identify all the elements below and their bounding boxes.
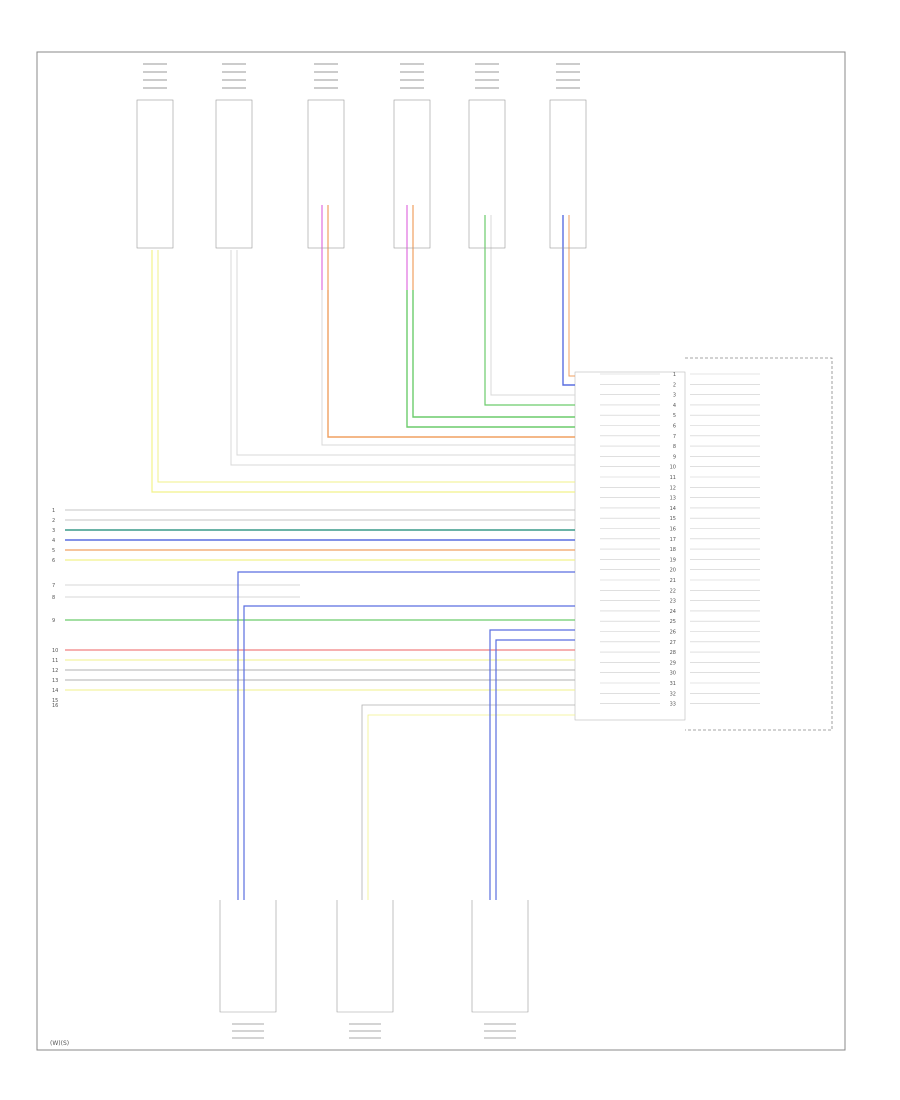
left-pin-number: 8 [52,595,55,601]
module-pin-number: 6 [673,424,676,430]
wire [361,704,575,900]
left-pin-number: 10 [52,648,58,654]
module-pin-number: 1 [673,372,676,378]
module-pin-number: 30 [670,671,676,677]
wire [151,250,575,493]
module-pin-number: 9 [673,454,676,460]
left-pin-number: 12 [52,668,58,674]
module-pin-number: 23 [670,599,676,605]
wire [406,290,575,428]
module-pin-number: 24 [670,609,676,615]
left-pin-number: 5 [52,548,55,554]
left-pin-number: 13 [52,678,58,684]
module-pin-number: 25 [670,619,676,625]
module-pin-number: 3 [673,393,676,399]
module-pin-number: 31 [670,681,676,687]
wire [237,571,575,900]
module-pin-number: 29 [670,660,676,666]
page-code: (W)(S) [50,1040,69,1047]
module-pin-number: 28 [670,650,676,656]
module-pin-number: 21 [670,578,676,584]
wire [367,714,575,900]
wire-layer [65,205,575,900]
left-pin-number: 9 [52,618,55,624]
module-pin-number: 2 [673,382,676,388]
left-pin-number: 15 [52,698,58,704]
top-component-box [307,99,345,249]
wire [484,215,575,406]
left-pin-number: 6 [52,558,55,564]
top-component-box [549,99,587,249]
module-pin-number: 5 [673,413,676,419]
top-component-box [136,99,174,249]
module-pin-number: 10 [670,465,676,471]
module-pin-number: 14 [670,506,676,512]
left-pin-number: 4 [52,538,55,544]
bottom-component-box [471,900,529,1013]
top-component-box [468,99,506,249]
module-pin-number: 8 [673,444,676,450]
left-pin-number: 7 [52,583,55,589]
top-component-box [393,99,431,249]
wire [412,290,575,418]
module-pin-number: 7 [673,434,676,440]
module-pin-number: 4 [673,403,676,409]
module-pin-number: 19 [670,557,676,563]
module-pin-number: 32 [670,691,676,697]
bottom-component-box [336,900,394,1013]
wire [327,290,575,438]
left-pin-number: 11 [52,658,58,664]
wire [489,629,575,900]
module-pin-number: 11 [670,475,676,481]
left-pin-number: 14 [52,688,58,694]
diagram-border [36,51,846,1051]
wire [236,250,575,456]
left-pin-number: 1 [52,508,55,514]
wire [243,605,575,900]
module-pin-number: 15 [670,516,676,522]
module-pin-number: 33 [670,702,676,708]
left-pin-number: 3 [52,528,55,534]
wire [562,215,575,386]
module-pin-number: 12 [670,485,676,491]
module-pin-number: 13 [670,496,676,502]
pin-layer: 1234567891011121314151617181920212223242… [52,372,760,709]
bottom-component-box [219,900,277,1013]
module-pin-number: 18 [670,547,676,553]
left-pin-number: 16 [52,703,58,709]
left-pin-number: 2 [52,518,55,524]
wire [490,215,575,396]
wire [495,639,575,900]
wire [157,250,575,483]
wire [568,215,575,377]
module-pin-number: 22 [670,588,676,594]
component-layer [136,63,587,1039]
module-pin-number: 16 [670,527,676,533]
top-component-box [215,99,253,249]
module-pin-number: 27 [670,640,676,646]
module-pin-number: 26 [670,630,676,636]
module-pin-number: 17 [670,537,676,543]
module-pin-number: 20 [670,568,676,574]
module-connector [574,357,833,731]
wire [230,250,575,466]
wire [321,290,575,446]
